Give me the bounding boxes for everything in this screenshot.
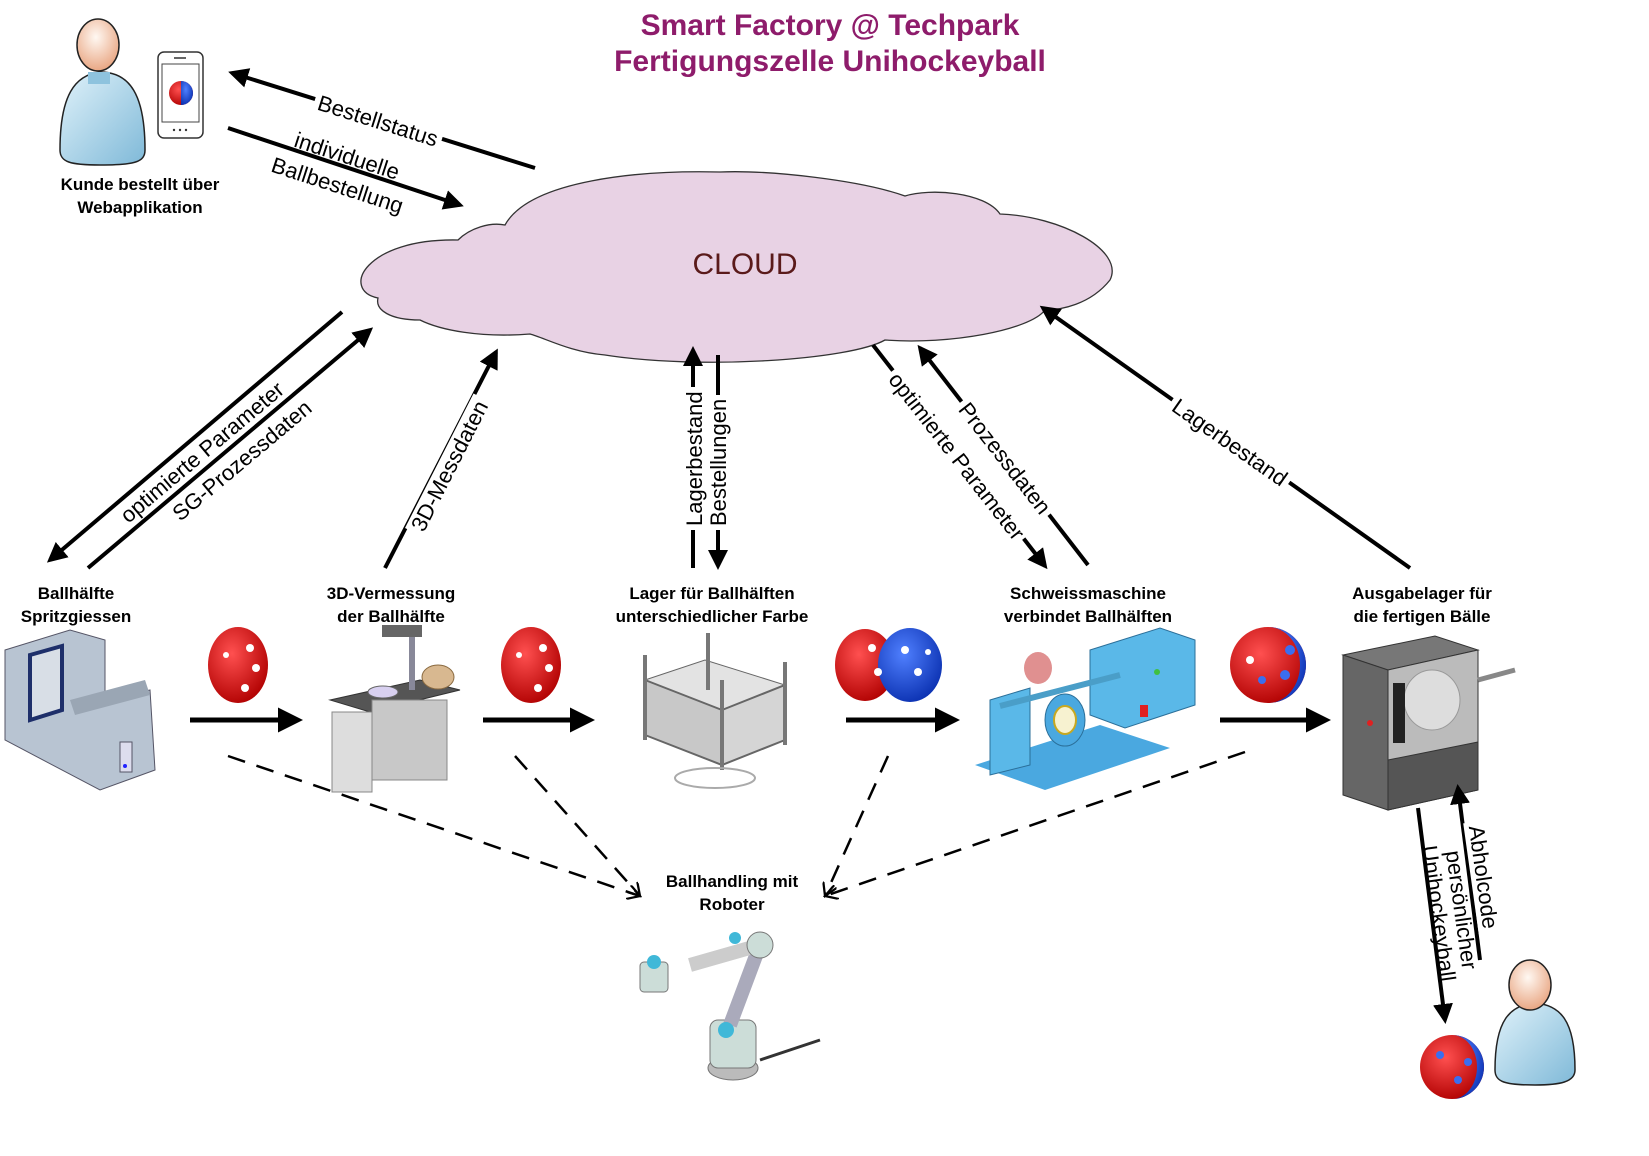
robot-arm-image [639,931,821,1081]
station-label-ausgabe: Ausgabelager für die fertigen Bälle [1352,582,1492,628]
station-label-line1: Ballhälfte [37,584,115,603]
injection-molding-machine-image [4,629,156,791]
diagram-title-line1: Smart Factory @ Techpark [640,9,1020,42]
robot-label-line2: Roboter [699,895,765,914]
robot-link-3 [825,755,890,896]
finished-ball-image [1230,627,1306,703]
station-label-line1: Lager für Ballhälften [629,584,795,603]
station-label-line2: der Ballhälfte [337,607,445,626]
red-ball-half-image-2 [501,627,561,703]
output-storage-cabinet-image [1341,635,1516,811]
edge-optimierte-parameter-sg [46,310,344,563]
station-label-line1: 3D-Vermessung [326,584,456,603]
robot-link-4 [825,750,1246,896]
smartphone-icon [157,51,204,139]
station-label-line2: verbindet Ballhälften [1003,607,1173,626]
cloud-shape [360,171,1113,363]
delivered-ball-image [1420,1035,1484,1099]
robot-link-1 [227,754,640,896]
measurement-station-image [328,625,461,793]
red-ball-half-image-1 [208,627,268,703]
cloud-label: CLOUD [692,248,798,281]
station-label-line1: Ausgabelager für [1352,584,1492,603]
diagram-title-line2: Fertigungszelle Unihockeyball [614,45,1046,78]
station-label-lager: Lager für Ballhälften unterschiedlicher … [616,582,809,628]
station-label-vermessung: 3D-Vermessung der Ballhälfte [327,582,456,628]
customer-label: Kunde bestellt über Webapplikation [61,173,220,219]
station-label-schweiss: Schweissmaschine verbindet Ballhälften [1004,582,1172,628]
station-label-line2: die fertigen Bälle [1353,607,1491,626]
red-blue-ball-halves-image [835,628,942,702]
edge-label-bestellungen: Bestellungen [706,394,731,530]
storage-rack-image [643,633,787,789]
edge-persoenlicher-unihockeyball [1416,807,1453,1024]
station-label-spritzgiessen: Ballhälfte Spritzgiessen [21,582,132,628]
edge-abholcode [1450,784,1482,961]
robot-label: Ballhandling mit Roboter [666,870,798,916]
edge-label-lagerbestand-lager: Lagerbestand [682,387,707,530]
robot-label-line1: Ballhandling mit [665,872,799,891]
customer-label-line2: Webapplikation [77,198,203,217]
pickup-customer-person-icon [1494,959,1576,1086]
station-label-line2: unterschiedlicher Farbe [615,607,809,626]
station-label-line2: Spritzgiessen [20,607,132,626]
edge-ballbestellung [227,126,464,210]
customer-label-line1: Kunde bestellt über [60,175,220,194]
edge-sg-prozessdaten [86,327,374,570]
station-label-line1: Schweissmaschine [1010,584,1166,603]
customer-person-icon [59,18,146,166]
robot-link-2 [514,755,640,896]
welding-machine-image [975,627,1196,790]
